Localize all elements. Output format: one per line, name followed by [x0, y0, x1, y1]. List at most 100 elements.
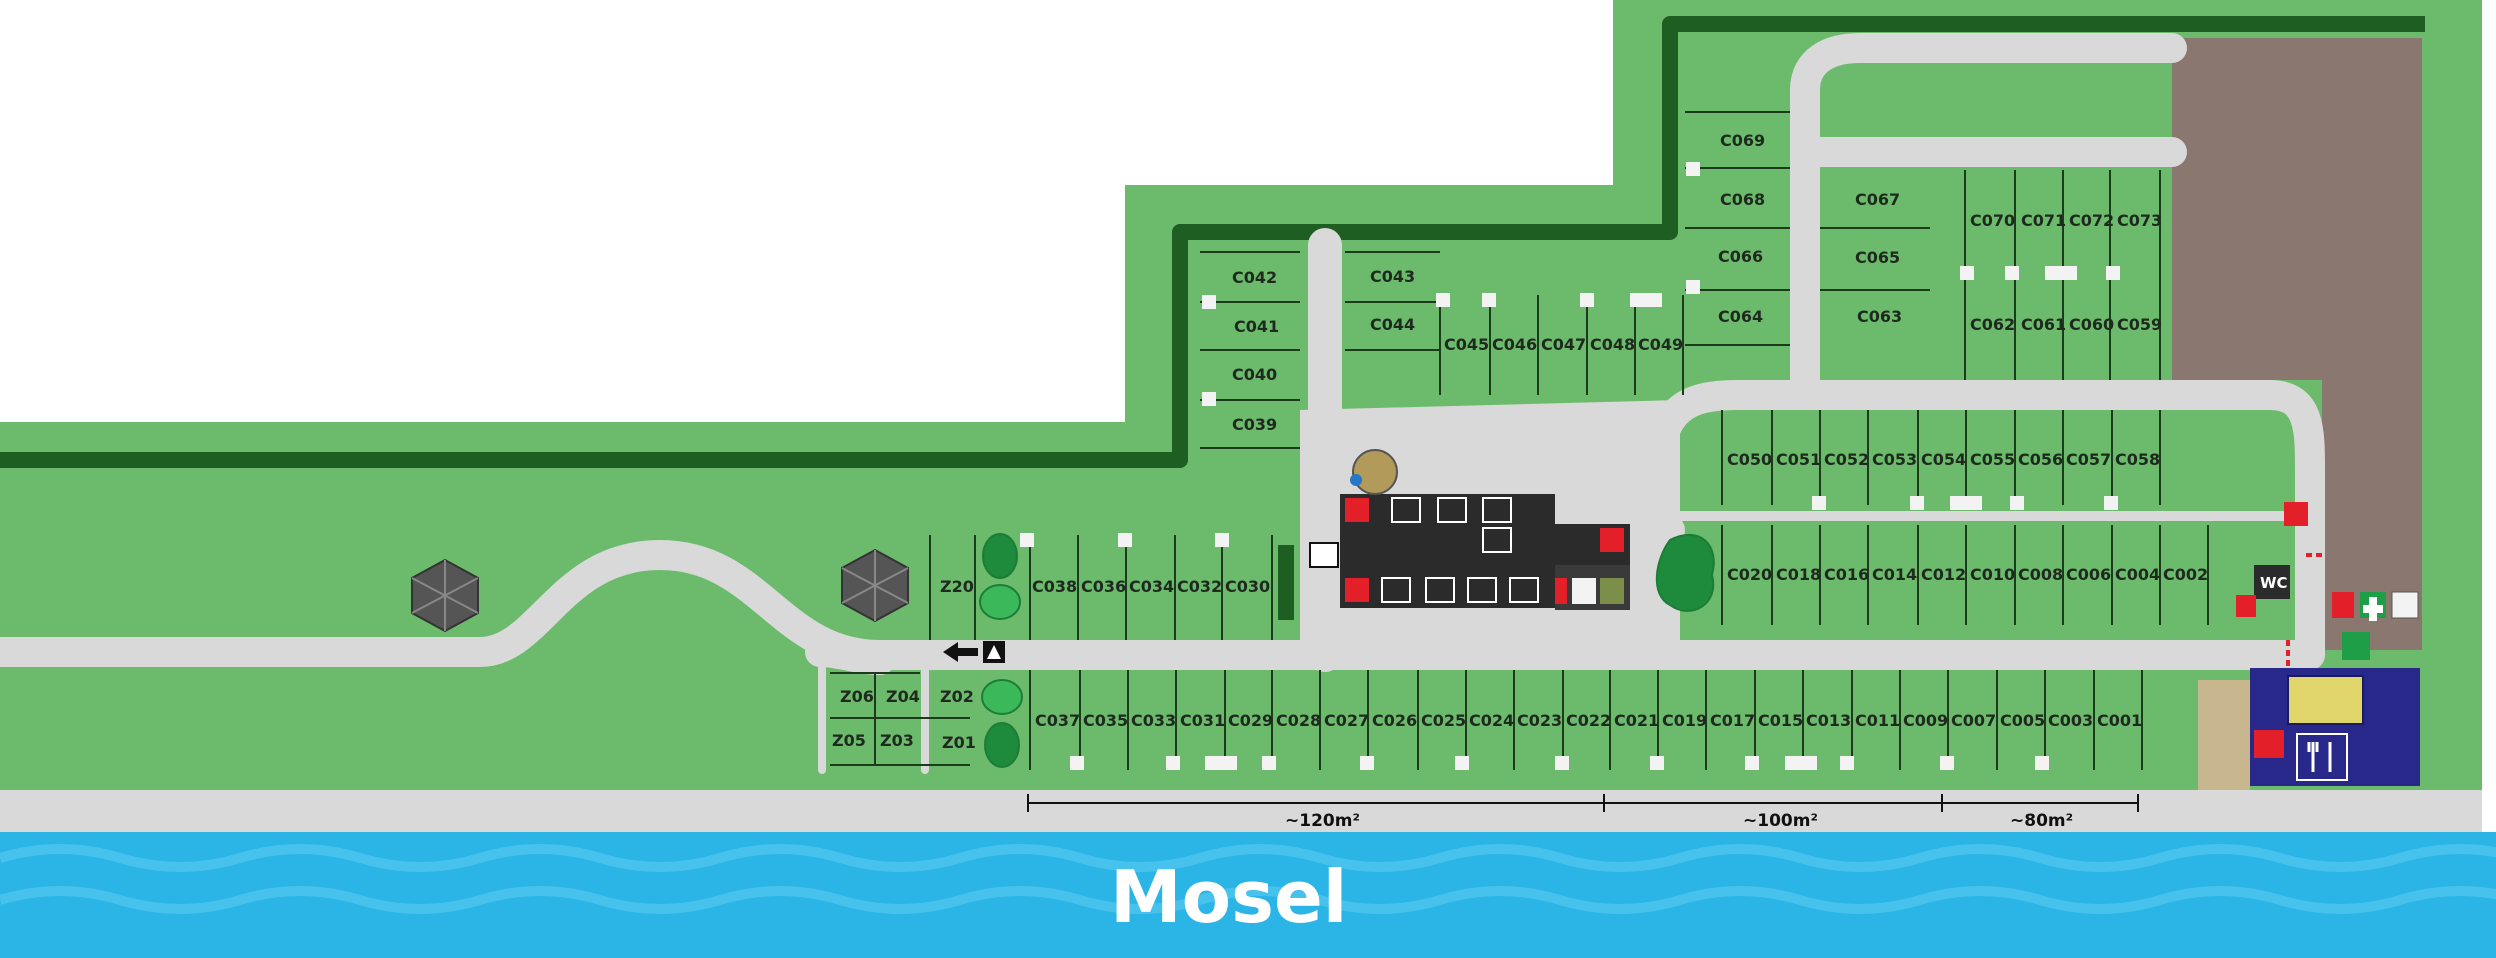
wc-icon: [2254, 565, 2290, 599]
fire-extinguisher-icon: [1345, 498, 1369, 522]
plot-label: C026: [1372, 711, 1417, 730]
plot-label: C048: [1590, 335, 1635, 354]
zone-bracket: [1941, 794, 2139, 812]
plot-label: C051: [1776, 450, 1821, 469]
plot-label: C057: [2066, 450, 2111, 469]
disposal-icon: [1572, 578, 1596, 604]
plot-dividers: [830, 111, 2209, 770]
plot-label: C068: [1720, 190, 1765, 209]
road-network: [0, 33, 2325, 774]
plot-label: C037: [1035, 711, 1080, 730]
playground-icon: [2287, 675, 2364, 725]
assembly-point-icon: [2342, 632, 2370, 660]
plot-label: C060: [2069, 315, 2114, 334]
accessible-toilet-icon: [1467, 577, 1497, 603]
washing-machine-icon: [1482, 497, 1512, 523]
plot-label: C022: [1566, 711, 1611, 730]
shower-cabin-icon: [1425, 577, 1455, 603]
plot-label: C016: [1824, 565, 1869, 584]
fire-extinguisher-icon: [2284, 502, 2308, 526]
plot-label: Z05: [832, 731, 866, 750]
plot-label: C017: [1710, 711, 1755, 730]
plot-label: C056: [2018, 450, 2063, 469]
plot-label: C007: [1951, 711, 1996, 730]
plot-label: C006: [2066, 565, 2111, 584]
hedge-boundary: [0, 16, 2425, 620]
plot-label: C053: [1872, 450, 1917, 469]
plot-label: C015: [1758, 711, 1803, 730]
fire-extinguisher-icon: [2254, 730, 2284, 758]
plot-label: C014: [1872, 565, 1917, 584]
plot-label: C025: [1421, 711, 1466, 730]
plot-label: C039: [1232, 415, 1277, 434]
plot-label: C045: [1444, 335, 1489, 354]
plot-label: Z03: [880, 731, 914, 750]
pavilion-icon: [411, 548, 909, 633]
plot-label: C020: [1727, 565, 1772, 584]
plot-label: C073: [2117, 211, 2162, 230]
kiosk: [2198, 680, 2250, 790]
dishwashing-icon: [1482, 527, 1512, 553]
plot-label: Z04: [886, 687, 920, 706]
wc-label: WC: [2260, 574, 2288, 592]
plot-label: C013: [1806, 711, 1851, 730]
plot-label: C018: [1776, 565, 1821, 584]
plot-label: C058: [2115, 450, 2160, 469]
plot-label: C059: [2117, 315, 2162, 334]
baby-changing-icon: [1381, 577, 1411, 603]
fire-extinguisher-icon: [1600, 528, 1624, 552]
plot-label: C042: [1232, 268, 1277, 287]
plot-label: C055: [1970, 450, 2015, 469]
plot-label: C070: [1970, 211, 2015, 230]
plot-label: C050: [1727, 450, 1772, 469]
reserved-area: [2172, 38, 2422, 380]
plot-label: C001: [2097, 711, 2142, 730]
plot-label: C021: [1614, 711, 1659, 730]
plot-label: C024: [1469, 711, 1514, 730]
restaurant-icon: [2296, 733, 2348, 781]
plot-label: C019: [1662, 711, 1707, 730]
plot-label: C030: [1225, 577, 1270, 596]
plot-label: C036: [1081, 577, 1126, 596]
plot-label: C034: [1129, 577, 1174, 596]
plot-label: C010: [1970, 565, 2015, 584]
plot-label: C012: [1921, 565, 1966, 584]
plot-label: Z20: [940, 577, 974, 596]
plot-label: C049: [1638, 335, 1683, 354]
plot-label: C067: [1855, 190, 1900, 209]
plot-label: C003: [2048, 711, 2093, 730]
utility-posts: [1020, 162, 2120, 770]
fire-extinguisher-icon: [2332, 592, 2354, 618]
plot-label: C052: [1824, 450, 1869, 469]
plot-label: C023: [1517, 711, 1562, 730]
playground-icon: [1352, 449, 1398, 495]
plot-label: C005: [2000, 711, 2045, 730]
plot-label: C043: [1370, 267, 1415, 286]
fire-extinguisher-icon: [1345, 578, 1369, 602]
plot-label: Z01: [942, 733, 976, 752]
reception-icon: [1309, 542, 1339, 568]
plot-label: C063: [1857, 307, 1902, 326]
trees: [979, 533, 1715, 768]
plot-label: C027: [1324, 711, 1369, 730]
plot-label: C069: [1720, 131, 1765, 150]
plot-label: C066: [1718, 247, 1763, 266]
plot-label: C041: [1234, 317, 1279, 336]
plot-label: C008: [2018, 565, 2063, 584]
plot-label: Z06: [840, 687, 874, 706]
plot-label: C004: [2115, 565, 2160, 584]
toilets-icon: [1437, 497, 1467, 523]
defibrillator-icon: [2391, 591, 2419, 619]
plot-label: C038: [1032, 577, 1077, 596]
sanitary-building: [1340, 494, 1630, 610]
plot-size-zones: ~120m²~100m²~80m²: [1027, 794, 2139, 831]
plot-label: C044: [1370, 315, 1415, 334]
shower-icon: [1391, 497, 1421, 523]
tent-arrow-icon: [943, 641, 1005, 663]
plot-label: Z02: [940, 687, 974, 706]
plot-label: C061: [2021, 315, 2066, 334]
plot-label: C046: [1492, 335, 1537, 354]
zone-size-label: ~120m²: [1285, 811, 1360, 831]
plot-label: C033: [1131, 711, 1176, 730]
